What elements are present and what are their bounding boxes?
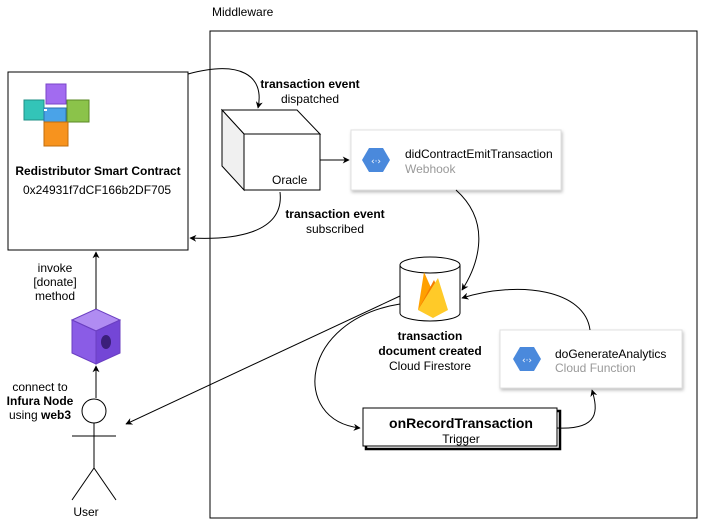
- connect-line3: using web3: [9, 408, 71, 422]
- arrow-subscribed: [189, 191, 281, 242]
- arrow-firestore-trigger: [314, 303, 401, 431]
- svg-text:‹·›: ‹·›: [522, 356, 532, 366]
- event-subscribed-subtitle: subscribed: [306, 222, 364, 236]
- arrow-trigger-analytics: [556, 389, 598, 429]
- oracle-label: Oracle: [272, 173, 308, 187]
- contract-address: 0x24931f7dCF166b2DF705: [23, 183, 171, 197]
- firestore-line2: document created: [378, 344, 481, 358]
- event-dispatched-subtitle: dispatched: [281, 92, 339, 106]
- oracle-box[interactable]: [220, 108, 322, 192]
- invoke-line2: [donate]: [33, 275, 76, 289]
- user-actor-icon[interactable]: [71, 398, 117, 501]
- firestore-line3: Cloud Firestore: [389, 359, 471, 373]
- event-subscribed-title: transaction event: [285, 207, 384, 221]
- invoke-line1: invoke: [38, 261, 73, 275]
- webhook-subtitle: Webhook: [405, 162, 456, 176]
- arrow-firestore-user: [125, 295, 401, 425]
- user-label: User: [73, 505, 98, 519]
- arrow-dispatched: [187, 68, 263, 109]
- arrow-analytics-firestore: [461, 288, 591, 331]
- invoke-line3: method: [35, 289, 75, 303]
- analytics-title: doGenerateAnalytics: [555, 347, 666, 361]
- arrow-webhook-firestore: [455, 189, 480, 291]
- connect-line1: connect to: [12, 380, 68, 394]
- contract-name: Redistributor Smart Contract: [15, 164, 180, 178]
- middleware-title: Middleware: [212, 5, 274, 19]
- blockchain-cubes-icon: [23, 83, 90, 147]
- api-icon: ‹·›: [362, 148, 390, 172]
- event-dispatched-title: transaction event: [260, 77, 359, 91]
- firebase-icon: [418, 272, 448, 318]
- trigger-title: onRecordTransaction: [389, 415, 533, 431]
- firestore-line1: transaction: [398, 329, 463, 343]
- smart-contract-box[interactable]: [7, 71, 189, 251]
- analytics-subtitle: Cloud Function: [555, 361, 636, 375]
- api-icon: ‹·›: [513, 347, 541, 371]
- trigger-box[interactable]: [362, 407, 562, 451]
- trigger-subtitle: Trigger: [442, 432, 480, 446]
- svg-text:‹·›: ‹·›: [371, 157, 381, 167]
- webhook-title: didContractEmitTransaction: [405, 147, 553, 161]
- infura-node-cube-icon: [70, 308, 122, 365]
- connect-line2: Infura Node: [7, 394, 74, 408]
